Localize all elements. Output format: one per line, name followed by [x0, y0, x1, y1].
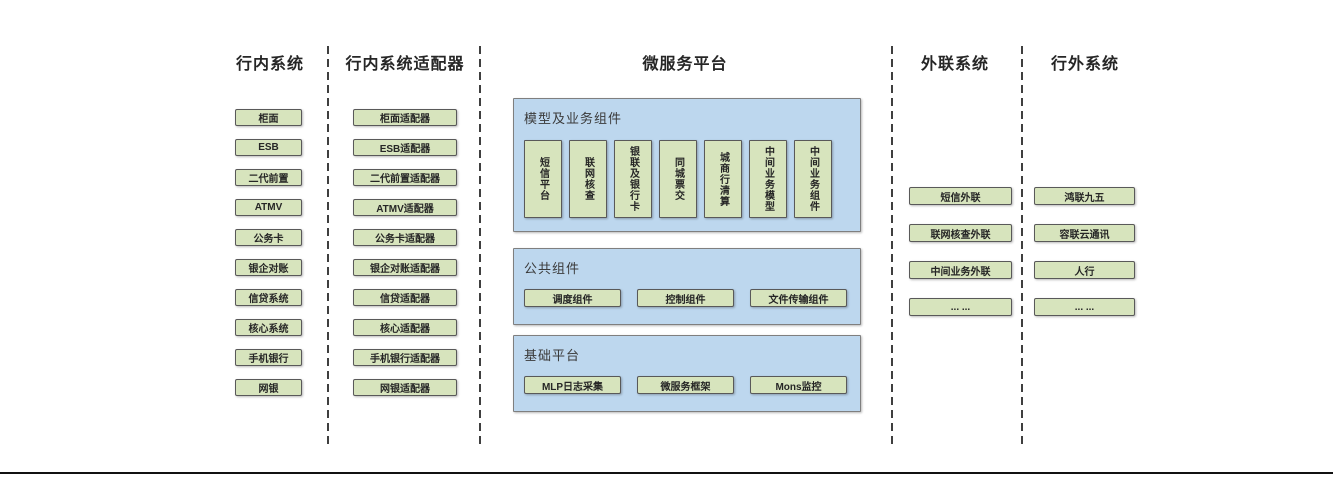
common-component-box: 控制组件: [637, 289, 734, 307]
common-component-box: 调度组件: [524, 289, 621, 307]
common-component-box: 文件传输组件: [750, 289, 847, 307]
internal-system-box: 手机银行: [235, 349, 302, 366]
internal-system-box: 柜面: [235, 109, 302, 126]
internal-system-box: 信贷系统: [235, 289, 302, 306]
outreach-system-box: 中间业务外联: [909, 261, 1012, 279]
model-component-box: 银联及银行卡: [614, 140, 652, 218]
header-internal-adapters: 行内系统适配器: [345, 56, 465, 73]
separator-dashed-3: [891, 46, 893, 444]
adapter-box: 核心适配器: [353, 319, 457, 336]
model-component-box: 中间业务组件: [794, 140, 832, 218]
external-system-box: 鸿联九五: [1034, 187, 1135, 205]
internal-system-box: 银企对账: [235, 259, 302, 276]
panel-base-title: 基础平台: [524, 348, 581, 363]
model-component-box: 城商行清算: [704, 140, 742, 218]
internal-system-box: 公务卡: [235, 229, 302, 246]
adapter-box: 信贷适配器: [353, 289, 457, 306]
outreach-system-box: ... ...: [909, 298, 1012, 316]
adapter-box: 银企对账适配器: [353, 259, 457, 276]
header-internal-systems: 行内系统: [235, 56, 304, 73]
internal-systems-list: 柜面 ESB 二代前置 ATMV 公务卡银企对账信贷系统核心系统手机银行网银: [235, 109, 302, 396]
adapter-box: 柜面适配器: [353, 109, 457, 126]
base-platform-box: 微服务框架: [637, 376, 734, 394]
base-platform-box: MLP日志采集: [524, 376, 621, 394]
model-component-box: 中间业务模型: [749, 140, 787, 218]
model-component-box: 同城票交: [659, 140, 697, 218]
external-systems-list: 鸿联九五容联云通讯人行 ... ...: [1034, 187, 1135, 316]
adapter-box: 手机银行适配器: [353, 349, 457, 366]
outreach-system-box: 联网核查外联: [909, 224, 1012, 242]
adapter-box: 公务卡适配器: [353, 229, 457, 246]
header-outreach-systems: 外联系统: [920, 56, 989, 73]
external-system-box: ... ...: [1034, 298, 1135, 316]
panel-common-title: 公共组件: [524, 261, 581, 276]
internal-system-box: ATMV: [235, 199, 302, 216]
internal-system-box: 核心系统: [235, 319, 302, 336]
internal-system-box: ESB: [235, 139, 302, 156]
internal-adapters-list: 柜面适配器 ESB适配器二代前置适配器 ATMV适配器公务卡适配器银企对账适配器信贷…: [353, 109, 457, 396]
adapter-box: 二代前置适配器: [353, 169, 457, 186]
page-divider-line: [0, 472, 1333, 474]
separator-dashed-1: [327, 46, 329, 444]
outreach-systems-list: 短信外联联网核查外联中间业务外联 ... ...: [909, 187, 1012, 316]
model-component-box: 短信平台: [524, 140, 562, 218]
header-external-systems: 行外系统: [1050, 56, 1119, 73]
outreach-system-box: 短信外联: [909, 187, 1012, 205]
separator-dashed-4: [1021, 46, 1023, 444]
separator-dashed-2: [479, 46, 481, 444]
common-components-row: 调度组件控制组件文件传输组件: [524, 289, 847, 307]
model-components-row: 短信平台联网核查银联及银行卡同城票交城商行清算中间业务模型中间业务组件: [524, 140, 832, 218]
header-microservice-platform: 微服务平台: [642, 56, 728, 73]
internal-system-box: 二代前置: [235, 169, 302, 186]
external-system-box: 容联云通讯: [1034, 224, 1135, 242]
base-platform-box: Mons监控: [750, 376, 847, 394]
adapter-box: ATMV适配器: [353, 199, 457, 216]
panel-common-components: 公共组件 调度组件控制组件文件传输组件: [513, 248, 861, 325]
panel-base-platform: 基础平台 MLP日志采集微服务框架 Mons监控: [513, 335, 861, 412]
model-component-box: 联网核查: [569, 140, 607, 218]
panel-model-title: 模型及业务组件: [524, 111, 623, 126]
internal-system-box: 网银: [235, 379, 302, 396]
adapter-box: 网银适配器: [353, 379, 457, 396]
panel-model-business-components: 模型及业务组件 短信平台联网核查银联及银行卡同城票交城商行清算中间业务模型中间业…: [513, 98, 861, 232]
base-platform-row: MLP日志采集微服务框架 Mons监控: [524, 376, 847, 394]
adapter-box: ESB适配器: [353, 139, 457, 156]
external-system-box: 人行: [1034, 261, 1135, 279]
